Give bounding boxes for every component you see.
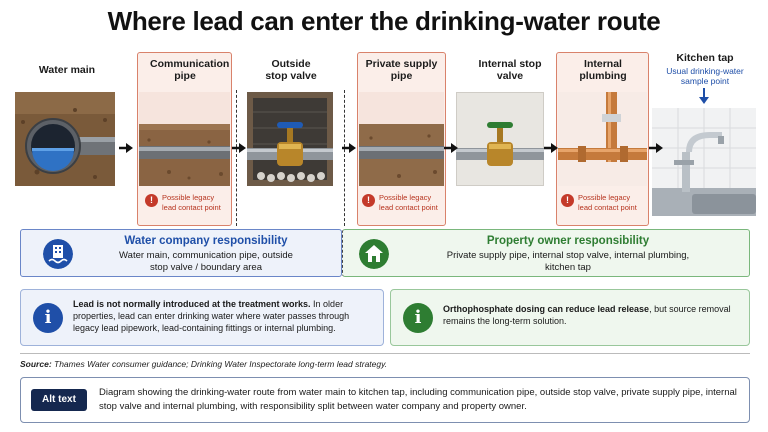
stage-label-outside-stop-valve: Outside stop valve (265, 58, 317, 82)
flow-arrow-icon (444, 143, 458, 153)
info-icon: i (33, 303, 63, 333)
alt-text-badge: Alt text (31, 389, 87, 411)
water-company-building-icon (43, 239, 73, 269)
risk-label: Possible legacy lead contact point (162, 193, 221, 212)
risk-marker-communication: ! Possible legacy lead contact point (145, 193, 229, 219)
warning-icon: ! (561, 194, 574, 207)
boundary-line-2 (344, 90, 345, 226)
internal-stop-valve-illustration (456, 92, 544, 186)
warning-icon: ! (145, 194, 158, 207)
risk-marker-private-supply: ! Possible legacy lead contact point (362, 193, 444, 219)
info-icon: i (403, 303, 433, 333)
stage-label-private-supply-pipe: Private supply pipe (365, 58, 438, 82)
source-citation: Source: Thames Water consumer guidance; … (20, 359, 388, 369)
stage-label-internal-stop-valve: Internal stop valve (478, 58, 542, 82)
flow-arrow-icon (119, 143, 133, 153)
internal-plumbing-illustration (558, 92, 647, 186)
water-main-illustration (15, 92, 115, 186)
page-title: Where lead can enter the drinking-water … (107, 6, 661, 36)
stage-label-kitchen-tap: Kitchen tap (676, 52, 734, 64)
flow-arrow-icon (232, 143, 246, 153)
communication-pipe-illustration (139, 92, 230, 186)
sample-point-label: Usual drinking-water sample point (666, 66, 744, 86)
flow-arrow-icon (544, 143, 558, 153)
alt-text-box: Alt text Diagram showing the drinking-wa… (20, 377, 750, 423)
sample-point-arrow-icon (699, 88, 709, 104)
alt-text-description: Diagram showing the drinking-water route… (99, 387, 737, 412)
property-owner-title: Property owner responsibility (486, 235, 650, 247)
house-icon (359, 239, 389, 269)
risk-label: Possible legacy lead contact point (578, 193, 637, 212)
treatment-works-info-box: i Lead is not normally introduced at the… (20, 289, 384, 346)
stage-label-communication-pipe: Communication pipe (150, 58, 230, 82)
divider (20, 353, 750, 354)
outside-stop-valve-illustration (247, 92, 333, 186)
risk-marker-internal-plumbing: ! Possible legacy lead contact point (561, 193, 645, 219)
water-company-title: Water company responsibility (124, 235, 288, 247)
flow-arrow-icon (342, 143, 356, 153)
property-owner-responsibility-box: Property owner responsibility Private su… (342, 229, 750, 277)
private-supply-pipe-illustration (359, 92, 444, 186)
kitchen-tap-illustration (652, 108, 756, 216)
property-owner-text: Private supply pipe, internal stop valve… (446, 250, 690, 273)
water-company-text: Water main, communication pipe, outside … (119, 250, 293, 273)
orthophosphate-info-box: i Orthophosphate dosing can reduce lead … (390, 289, 750, 346)
treatment-works-info-text: Lead is not normally introduced at the t… (73, 299, 350, 333)
flow-arrow-icon (649, 143, 663, 153)
water-company-responsibility-box: Water company responsibility Water main,… (20, 229, 342, 277)
stage-label-internal-plumbing: Internal plumbing (579, 58, 627, 82)
boundary-line-1 (236, 90, 237, 226)
warning-icon: ! (362, 194, 375, 207)
orthophosphate-info-text: Orthophosphate dosing can reduce lead re… (443, 304, 731, 326)
risk-label: Possible legacy lead contact point (379, 193, 438, 212)
stage-label-water-main: Water main (38, 64, 96, 76)
